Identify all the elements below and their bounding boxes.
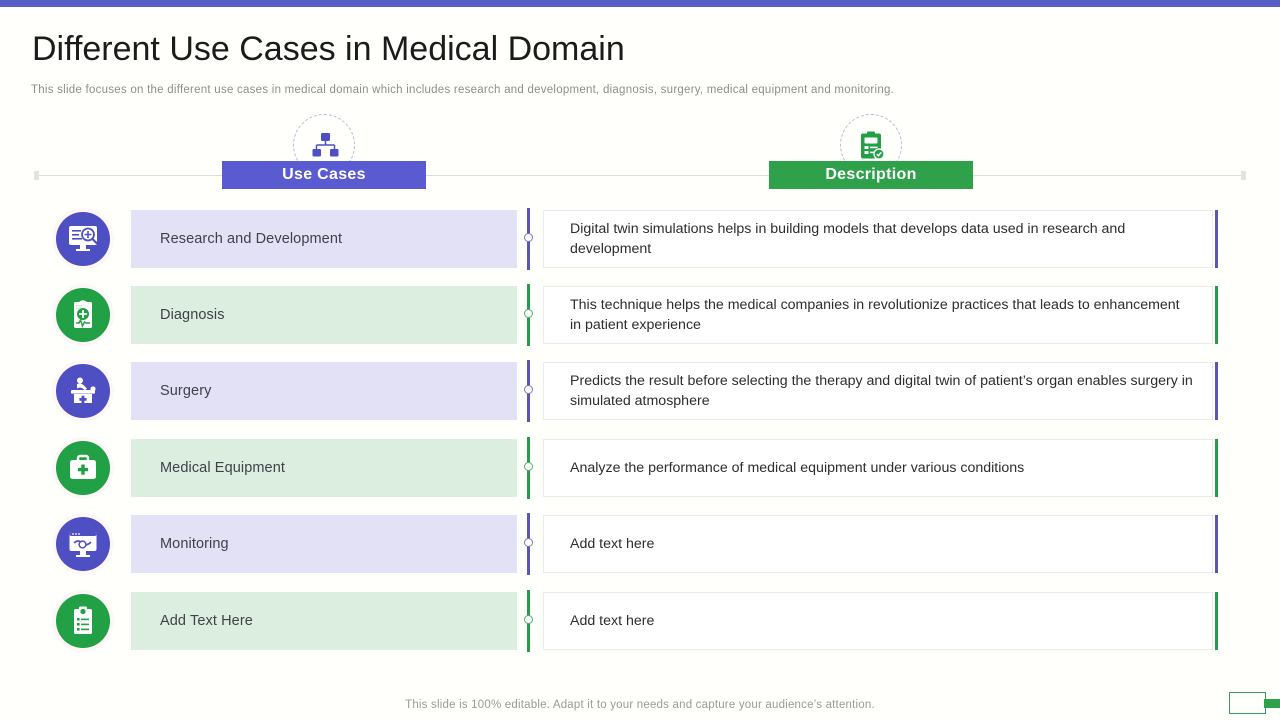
table-row: Medical Equipment Analyze the performanc… [0,437,1280,503]
use-cases-banner[interactable]: Use Cases [222,161,426,189]
row-icon-badge [52,437,116,499]
row-connector [524,360,533,422]
row-label[interactable]: Add Text Here [131,592,517,650]
row-label[interactable]: Research and Development [131,210,517,268]
connector-dot [524,385,533,394]
connector-dot [524,538,533,547]
row-description[interactable]: Analyze the performance of medical equip… [543,439,1213,497]
row-description[interactable]: Add text here [543,515,1213,573]
row-description-accent [1215,362,1218,420]
row-icon-badge [52,360,116,422]
table-row: Research and Development Digital twin si… [0,208,1280,274]
row-description[interactable]: Add text here [543,592,1213,650]
first-aid-kit-icon [56,441,110,495]
header-divider-line [36,175,1244,176]
table-row: Monitoring Add text here [0,513,1280,579]
row-description-accent [1215,286,1218,344]
row-description-accent [1215,592,1218,650]
footer-note: This slide is 100% editable. Adapt it to… [405,699,875,711]
monitoring-screen-icon [56,517,110,571]
connector-dot [524,615,533,624]
table-row: Diagnosis This technique helps the medic… [0,284,1280,350]
checklist-clipboard-icon [56,594,110,648]
description-banner[interactable]: Description [769,161,973,189]
row-label[interactable]: Diagnosis [131,286,517,344]
row-description-accent [1215,439,1218,497]
description-banner-label: Description [825,166,917,183]
row-connector [524,208,533,270]
row-icon-badge [52,513,116,575]
divider-right-cap [1241,171,1246,180]
row-connector [524,590,533,652]
research-monitor-icon [56,212,110,266]
use-cases-banner-label: Use Cases [282,166,366,183]
row-connector [524,513,533,575]
row-icon-badge [52,208,116,270]
connector-dot [524,462,533,471]
row-description[interactable]: Predicts the result before selecting the… [543,362,1213,420]
row-icon-badge [52,284,116,346]
row-description[interactable]: This technique helps the medical compani… [543,286,1213,344]
row-label[interactable]: Medical Equipment [131,439,517,497]
org-chart-icon [294,115,356,177]
page-title: Different Use Cases in Medical Domain [32,30,625,68]
row-description[interactable]: Digital twin simulations helps in buildi… [543,210,1213,268]
corner-marker-tab [1264,699,1280,708]
clipboard-report-icon [841,115,903,177]
row-label[interactable]: Surgery [131,362,517,420]
row-connector [524,284,533,346]
connector-dot [524,233,533,242]
divider-left-cap [34,171,39,180]
diagnosis-clipboard-icon [56,288,110,342]
connector-dot [524,309,533,318]
corner-marker-box [1229,692,1266,714]
row-description-accent [1215,210,1218,268]
row-connector [524,437,533,499]
row-description-accent [1215,515,1218,573]
row-icon-badge [52,590,116,652]
table-row: Add Text Here Add text here [0,590,1280,656]
row-label[interactable]: Monitoring [131,515,517,573]
surgery-table-icon [56,364,110,418]
table-row: Surgery Predicts the result before selec… [0,360,1280,426]
top-accent-bar [0,0,1280,7]
page-subtitle: This slide focuses on the different use … [31,84,895,96]
